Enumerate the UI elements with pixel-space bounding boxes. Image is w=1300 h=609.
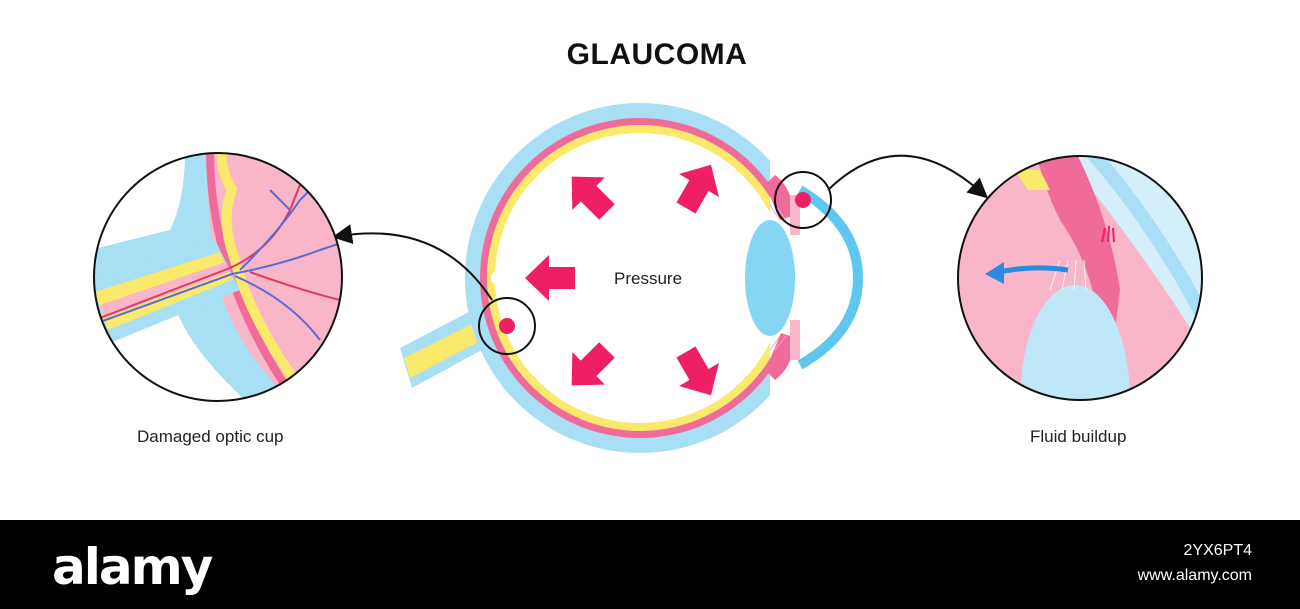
brand-logo: alamy — [52, 538, 213, 596]
label-fluid-buildup: Fluid buildup — [1030, 427, 1127, 446]
fluid-flow-arrow — [985, 262, 1069, 284]
watermark-footer: alamy 2YX6PT4 www.alamy.com — [0, 520, 1300, 609]
zoom-fluid-buildup — [958, 156, 1202, 400]
zoom-circle-right — [957, 155, 1203, 401]
pressure-arrow-lower-right — [676, 346, 719, 396]
connector-arrow-left — [332, 224, 493, 301]
pressure-arrows — [525, 164, 719, 396]
iris-top — [765, 175, 795, 220]
iris-bottom — [765, 333, 796, 380]
image-id: 2YX6PT4 — [1183, 542, 1252, 559]
cornea — [797, 185, 864, 370]
zoom-damaged-optic-cup — [94, 153, 342, 401]
lens — [745, 220, 795, 336]
pressure-arrow-left — [525, 255, 575, 301]
eyeball — [400, 103, 864, 453]
diagram-title: GLAUCOMA — [566, 38, 748, 71]
pressure-arrow-upper-right — [676, 164, 719, 214]
pressure-arrow-lower-left — [571, 342, 615, 386]
site-url: www.alamy.com — [1137, 567, 1252, 584]
connector-arrow-right — [827, 154, 988, 199]
diagram-canvas: GLAUCOMA — [93, 38, 1203, 453]
vitreous — [495, 133, 785, 423]
pressure-arrow-upper-left — [571, 176, 615, 220]
highlight-drainage-angle — [774, 171, 832, 229]
label-damaged-optic-cup: Damaged optic cup — [137, 427, 284, 446]
highlight-optic-disc — [478, 297, 536, 355]
label-pressure: Pressure — [614, 269, 683, 288]
zoom-circle-left — [93, 152, 343, 402]
glaucoma-diagram — [93, 103, 1203, 453]
